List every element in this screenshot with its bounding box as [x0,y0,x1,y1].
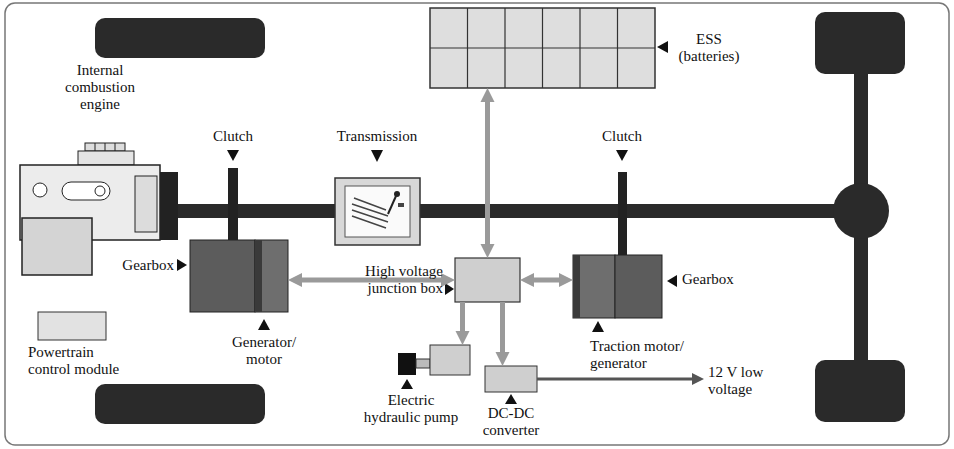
clutch-node: Clutch [618,172,627,255]
pump-coupling [416,359,430,368]
part-label: Electric hydraulic pump [360,392,462,426]
drive-shaft [176,204,846,218]
part-label: Internal combustion engine [50,62,150,113]
pump-node: Electric hydraulic pump [398,345,470,377]
transmission-node: Transmission [335,178,420,245]
part-label: Clutch [592,128,652,145]
part-label: Traction motor/ generator [590,338,702,372]
part-label: Powertrain control module [28,344,128,378]
part-label: High voltage junction box [345,263,443,297]
part-label: Generator/ motor [226,334,302,368]
wheel [95,18,265,58]
wheel [95,384,265,424]
power-connector [485,98,490,248]
gearbox-node: Gearbox [615,255,662,318]
control-module-node: Powertrain control module [38,312,106,340]
gearbox-block [190,240,255,312]
gearbox-block [615,255,662,318]
power-connector [460,302,465,335]
pump-controller [430,345,470,375]
pump-symbol [398,353,416,375]
part-label: ESS (batteries) [672,31,746,65]
power-connector [530,278,563,283]
engine-drawing [20,143,178,275]
part-label: Clutch [203,128,263,145]
transmission-drawing [335,178,420,245]
control-module-box [38,312,106,340]
converter-node: DC-DC converter [485,366,537,392]
junction-box-node: High voltage junction box [455,258,520,302]
part-label: Transmission [317,128,437,145]
battery-pack [430,8,655,88]
generator-stripe [255,240,262,312]
clutch-bar [618,172,627,255]
clutch-node: Clutch [228,168,238,240]
part-label: Gearbox [682,271,744,288]
power-connector [500,302,505,356]
generator-node: Generator/ motor [255,240,288,312]
output-arrow [537,378,694,381]
part-label: Gearbox [112,257,174,274]
traction-motor-node: Traction motor/ generator [573,255,615,318]
traction-stripe [573,255,580,318]
engine-node: Internal combustion engine [15,150,180,275]
converter-box [485,366,537,392]
part-label: DC-DC converter [473,405,549,439]
differential [833,183,889,239]
clutch-bar [228,168,238,240]
generator-block [255,240,288,312]
arrow-head [692,373,704,385]
voltage-label: 12 V low voltage [708,364,772,398]
battery-pack-node: ESS (batteries) [430,8,655,88]
wheel [815,360,905,422]
junction-box [455,258,520,302]
gearbox-node: Gearbox [190,240,255,312]
traction-block [573,255,615,318]
wheel [815,12,905,74]
frame [5,3,949,445]
